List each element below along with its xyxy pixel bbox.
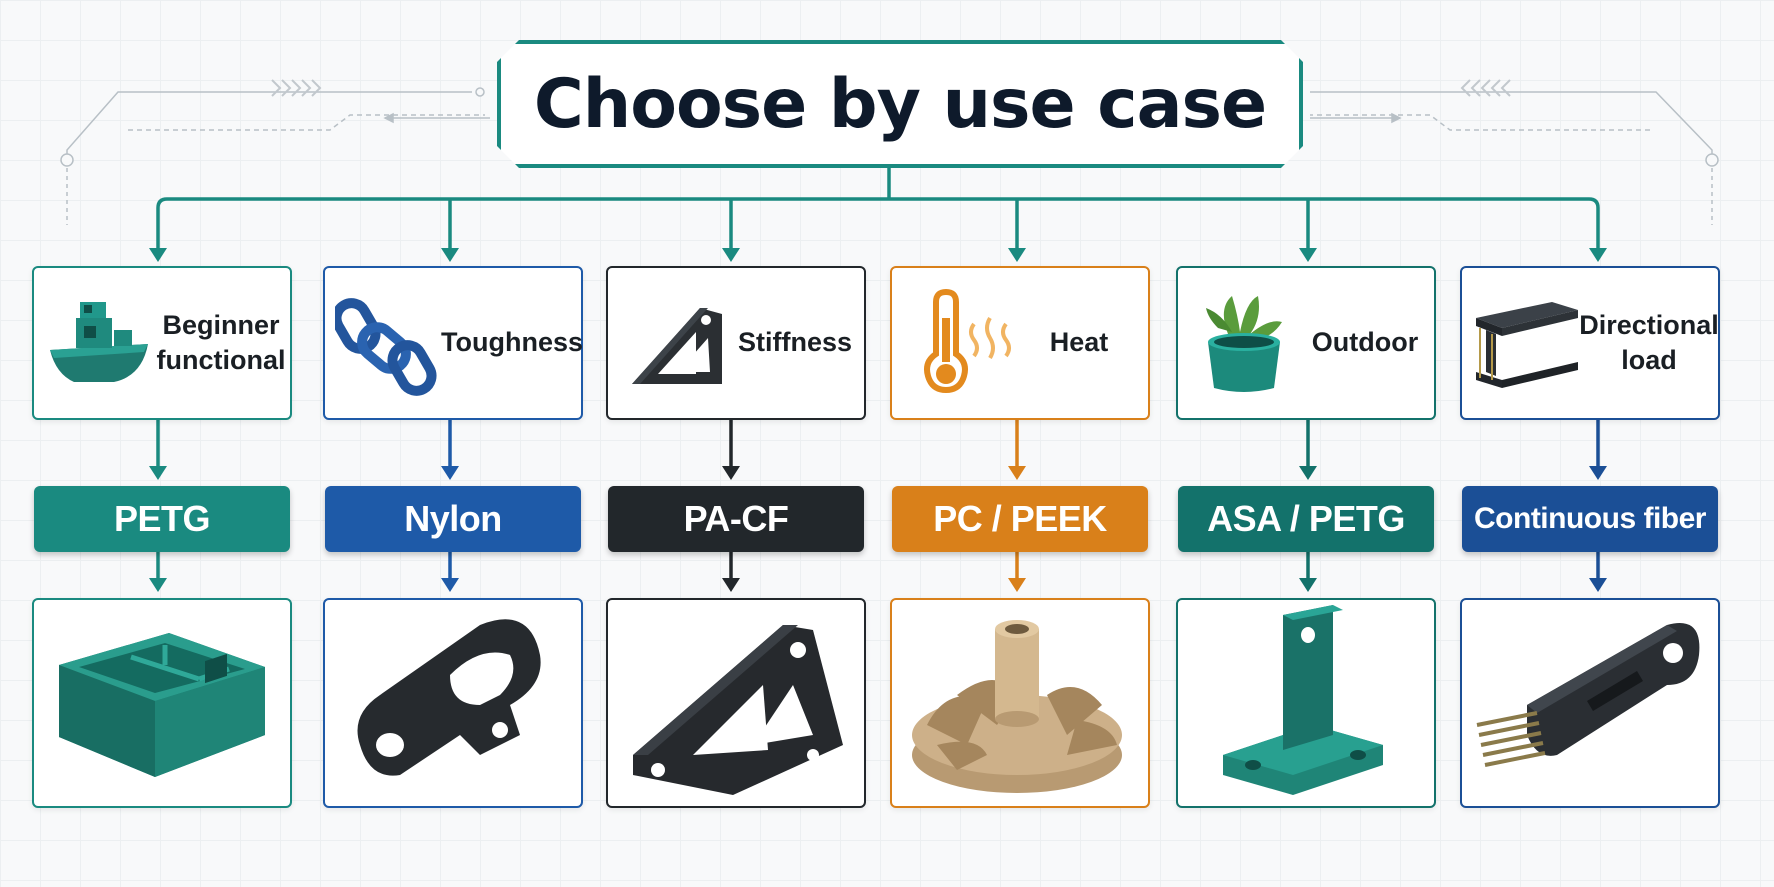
material-pill-petg: PETG <box>34 486 290 552</box>
connector-arrowhead <box>1008 466 1026 480</box>
connector-arrowhead <box>149 578 167 592</box>
use-case-label: Toughness <box>441 327 584 358</box>
material-pill-nylon: Nylon <box>325 486 581 552</box>
connector-arrowhead <box>1589 578 1607 592</box>
use-case-card-stiffness: Stiffness <box>606 266 866 420</box>
i-beam-icon <box>1476 302 1578 388</box>
use-case-card-heat: Heat <box>890 266 1150 420</box>
connector-arrowhead <box>149 466 167 480</box>
part-photo-hook <box>323 598 583 808</box>
use-case-label: Beginner functional <box>156 309 286 375</box>
impeller-part <box>912 620 1122 793</box>
plant-pot-icon <box>1206 296 1282 392</box>
part-photo-angle-bracket <box>1176 598 1436 808</box>
connector-arrowhead <box>1008 578 1026 592</box>
connector-arrowhead <box>441 466 459 480</box>
divided-box-part <box>59 633 265 777</box>
decor-right <box>1310 79 1719 225</box>
chain-icon <box>335 298 437 396</box>
connector-arrowhead <box>1299 466 1317 480</box>
use-case-label: Heat <box>1049 327 1109 358</box>
part-photo-fiber-link <box>1460 598 1720 808</box>
material-pill-pa-cf: PA-CF <box>608 486 864 552</box>
part-photo-divided-box <box>32 598 292 808</box>
connector-arrowhead <box>722 466 740 480</box>
material-pill-continuous-fiber: Continuous fiber <box>1462 486 1718 552</box>
connector-arrowhead <box>1299 578 1317 592</box>
triangular-bracket-part <box>633 625 843 795</box>
use-case-card-outdoor: Outdoor <box>1176 266 1436 420</box>
part-photo-impeller <box>890 598 1150 808</box>
use-case-label: Outdoor <box>1311 327 1419 358</box>
part-photo-triangular-bracket <box>606 598 866 808</box>
page-title: Choose by use case <box>533 64 1267 144</box>
title-box: Choose by use case <box>497 40 1303 168</box>
angle-bracket-part <box>1223 605 1383 795</box>
bracket-icon <box>632 308 722 384</box>
material-pill-pc-peek: PC / PEEK <box>892 486 1148 552</box>
fiber-link-part <box>1476 623 1700 767</box>
connector-arrowhead <box>722 578 740 592</box>
decor-left <box>60 79 490 225</box>
thermometer-icon <box>924 288 1011 394</box>
use-case-card-directional-load: Directional load <box>1460 266 1720 420</box>
material-pill-asa-petg: ASA / PETG <box>1178 486 1434 552</box>
use-case-label: Stiffness <box>737 327 853 358</box>
connector-arrowhead <box>1589 466 1607 480</box>
hook-part <box>357 619 541 776</box>
connector-arrowhead <box>441 578 459 592</box>
use-case-card-beginner: Beginner functional <box>32 266 292 420</box>
use-case-card-toughness: Toughness <box>323 266 583 420</box>
use-case-label: Directional load <box>1579 309 1719 375</box>
benchy-boat-icon <box>50 302 148 382</box>
